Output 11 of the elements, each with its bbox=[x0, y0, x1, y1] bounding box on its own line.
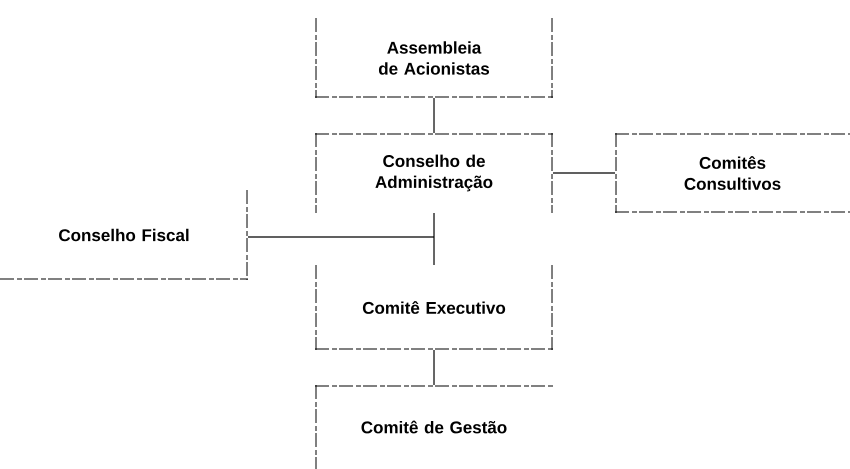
connector-line bbox=[433, 98, 435, 133]
org-box: Comitês Consultivos bbox=[614, 132, 850, 214]
connector-line bbox=[553, 172, 615, 174]
connector-line bbox=[433, 213, 435, 265]
org-box: Conselho de Administração bbox=[314, 132, 554, 214]
org-box: Comitê de Gestão bbox=[314, 384, 554, 469]
connector-line bbox=[248, 236, 434, 238]
org-box: Assembleia de Acionistas bbox=[314, 18, 554, 98]
org-box: Comitê Executivo bbox=[314, 264, 554, 350]
connector-line bbox=[433, 350, 435, 385]
org-box: Conselho Fiscal bbox=[0, 190, 248, 280]
